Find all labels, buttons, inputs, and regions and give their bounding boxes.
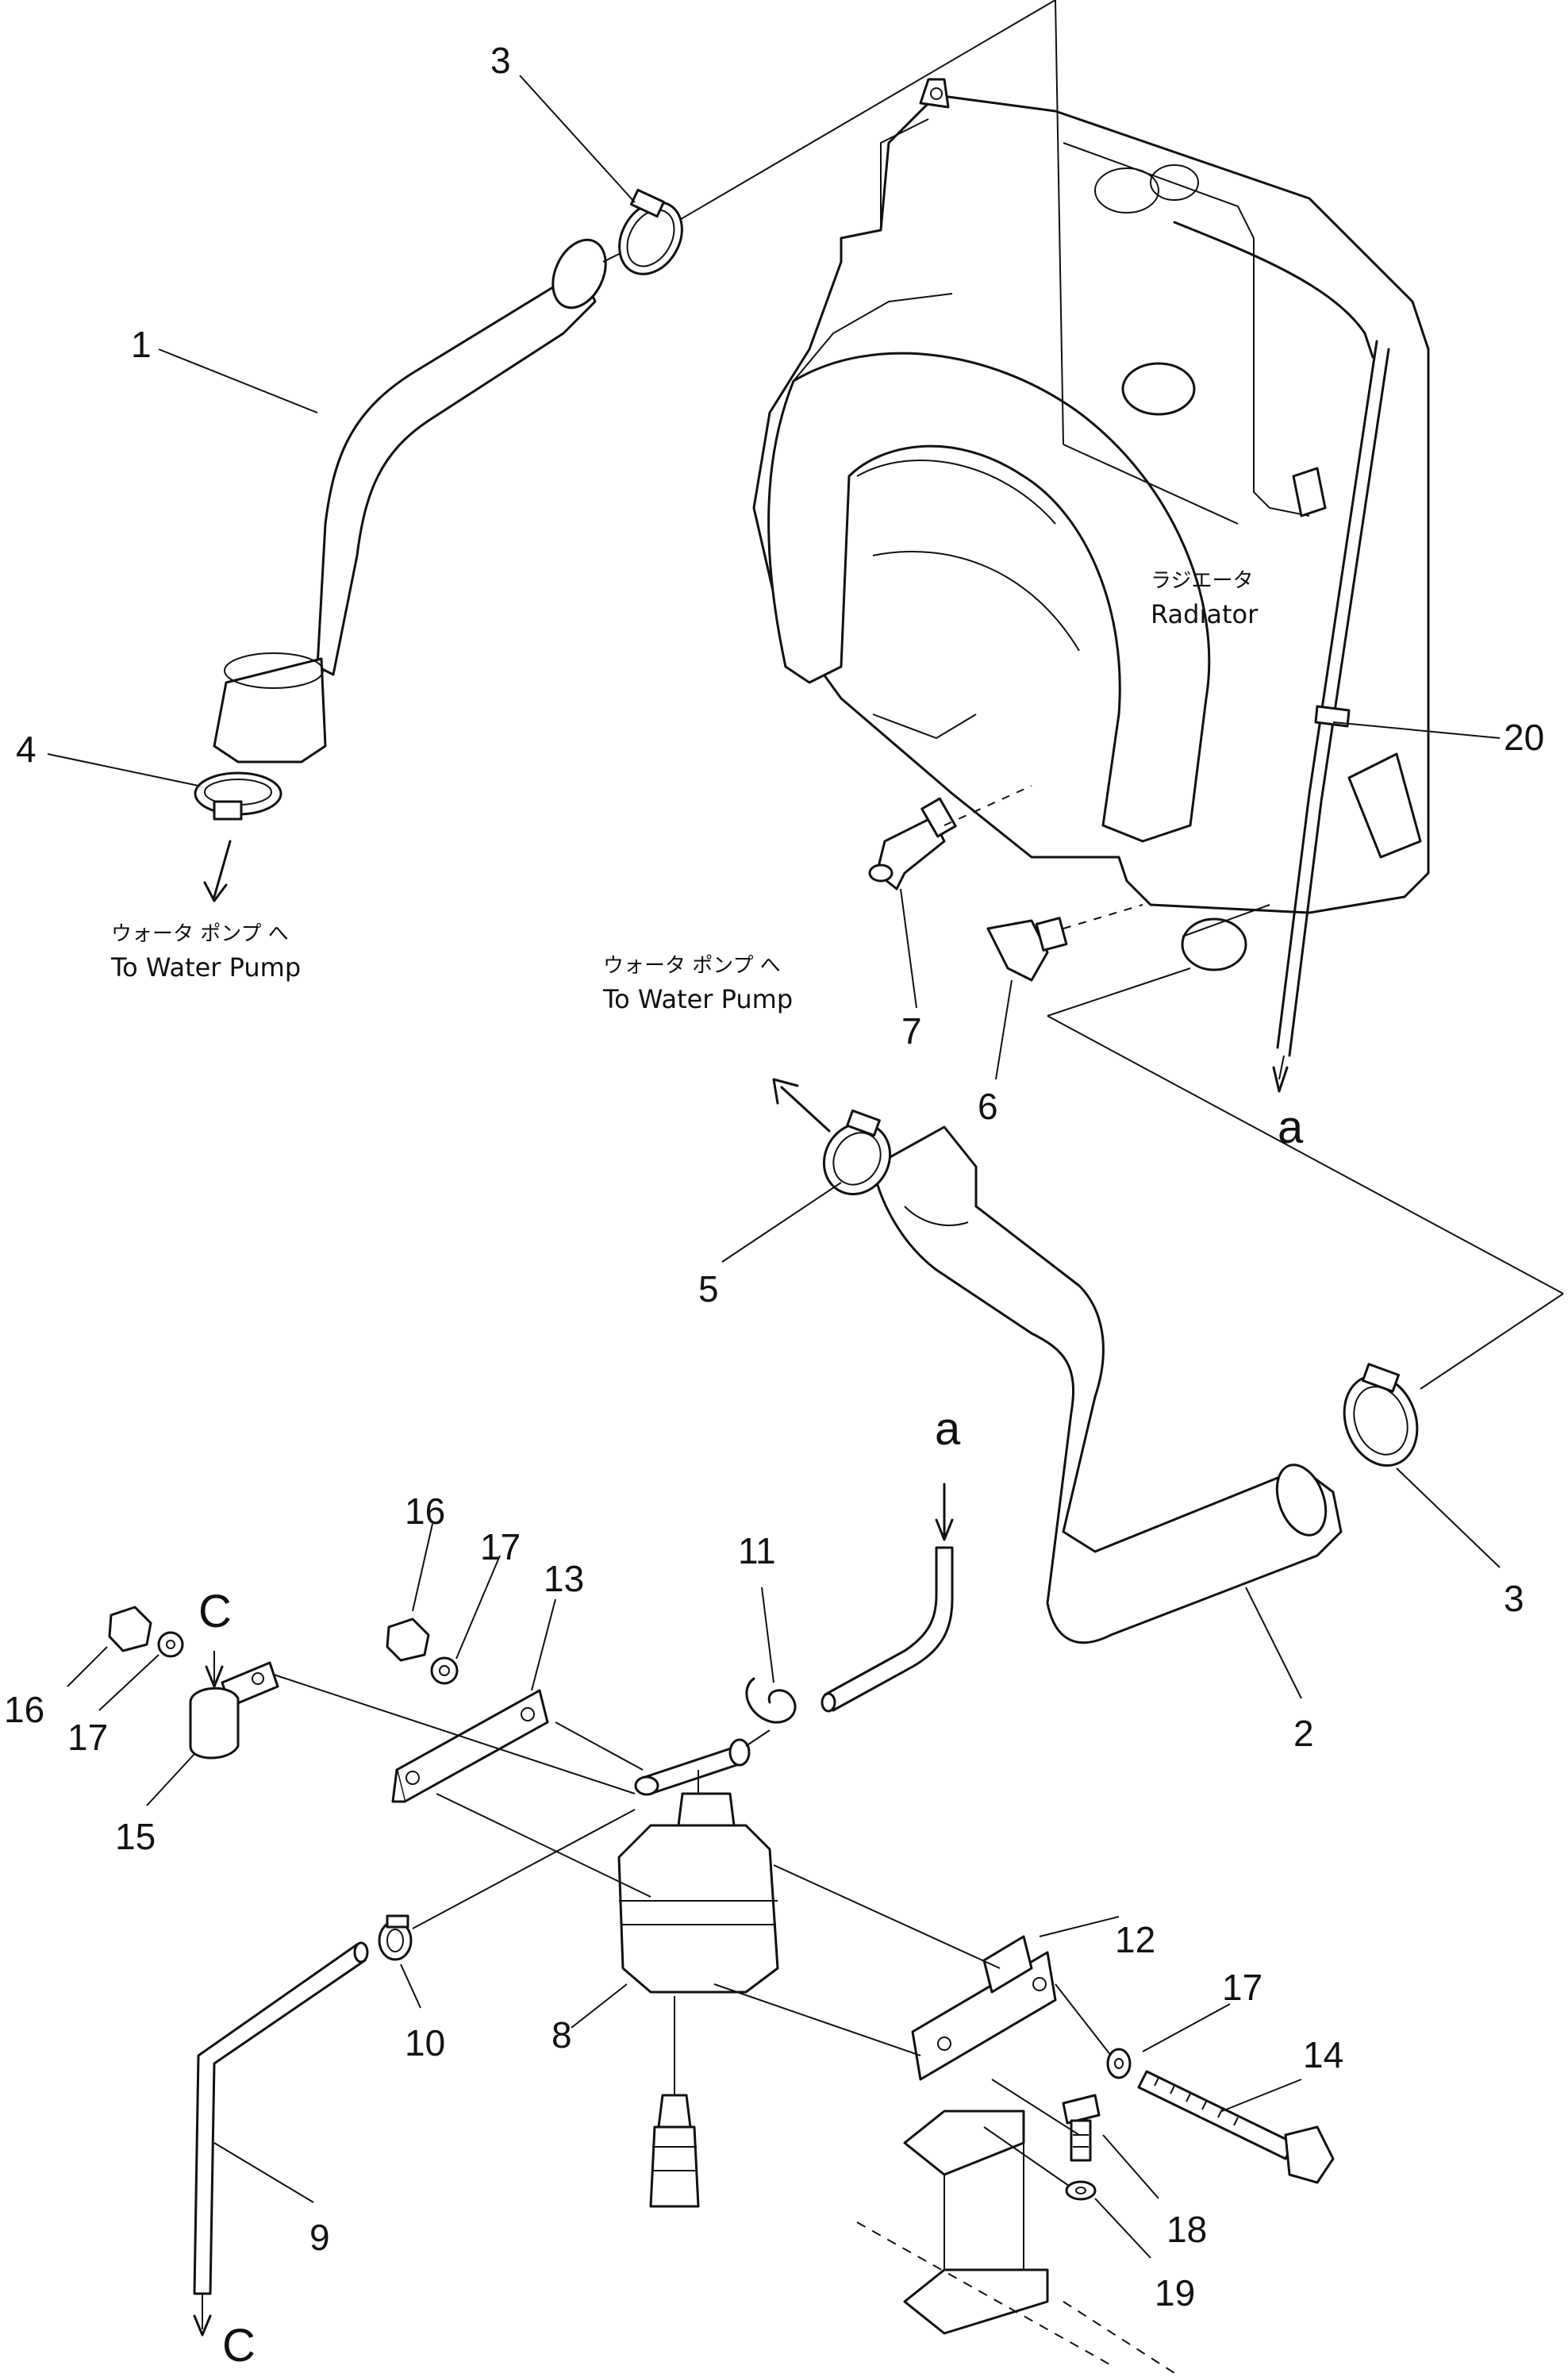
reference-markers: a a C C xyxy=(198,1102,1304,2371)
callout-10: 10 xyxy=(405,2022,445,2064)
mounting-stand xyxy=(856,2110,1175,2374)
clip-15 xyxy=(189,1661,279,1760)
tube-9 xyxy=(193,1941,369,2337)
callout-17-right: 17 xyxy=(1222,1967,1262,2008)
callout-1: 1 xyxy=(131,324,152,365)
water-pump-right-en: To Water Pump xyxy=(602,984,793,1014)
upper-hose xyxy=(213,238,607,763)
reservoir-tank xyxy=(617,1738,779,2208)
callout-17-left: 17 xyxy=(67,1717,108,1758)
callout-4: 4 xyxy=(16,729,37,770)
marker-a-bottom: a xyxy=(935,1403,961,1455)
bracket-13 xyxy=(391,1689,549,1803)
elbow-fitting-7 xyxy=(868,797,957,890)
callout-19: 19 xyxy=(1155,2272,1195,2314)
washer-19 xyxy=(1065,2180,1097,2201)
nut-16-center xyxy=(386,1617,430,1662)
callout-20: 20 xyxy=(1504,717,1544,758)
bolt-18 xyxy=(1062,2094,1101,2162)
callout-15: 15 xyxy=(115,1816,156,1857)
washer-17-left xyxy=(157,1631,184,1658)
callout-labels: 3 1 4 20 7 6 5 3 2 11 13 16 17 16 17 15 … xyxy=(4,40,1544,2314)
callout-17-center: 17 xyxy=(480,1526,521,1567)
callout-5: 5 xyxy=(698,1268,719,1310)
callout-8: 8 xyxy=(551,2014,572,2056)
leader-lines xyxy=(47,75,1501,2259)
callout-6: 6 xyxy=(978,1086,998,1127)
callout-12: 12 xyxy=(1115,1919,1155,1960)
callout-13: 13 xyxy=(544,1558,584,1599)
water-pump-left-en: To Water Pump xyxy=(110,952,301,983)
annotation-notes: ラジエータ Radiator ウォータ ポンプ へ To Water Pump … xyxy=(110,569,1259,1014)
clamp-4 xyxy=(194,771,282,821)
callout-9: 9 xyxy=(309,2217,330,2258)
radiator-label-en: Radiator xyxy=(1151,599,1259,629)
callout-16-left: 16 xyxy=(4,1689,44,1730)
marker-c-bottom: C xyxy=(222,2320,256,2371)
clamp-10 xyxy=(378,1914,413,1961)
clamp-3-lower xyxy=(1343,1363,1419,1467)
radiator-label-jp: ラジエータ xyxy=(1151,569,1253,593)
marker-c-top: C xyxy=(198,1586,232,1637)
lower-hose xyxy=(871,1125,1343,1644)
clamp-3-upper xyxy=(618,188,683,275)
washer-17-right xyxy=(1106,2048,1132,2079)
callout-11: 11 xyxy=(738,1530,776,1571)
clamp-5 xyxy=(822,1109,892,1196)
bolt-14 xyxy=(1137,2070,1335,2184)
radiator xyxy=(752,78,1430,971)
clip-11 xyxy=(745,1677,797,1724)
callout-3-upper: 3 xyxy=(490,40,511,81)
callout-16-center: 16 xyxy=(405,1490,445,1532)
marker-a-top: a xyxy=(1278,1102,1304,1153)
callout-18: 18 xyxy=(1166,2209,1207,2250)
callout-7: 7 xyxy=(901,1010,922,1052)
callout-3-lower: 3 xyxy=(1504,1578,1524,1619)
callout-14: 14 xyxy=(1303,2034,1343,2075)
bracket-12 xyxy=(911,1935,1057,2081)
tube-a xyxy=(821,1483,954,1713)
callout-2: 2 xyxy=(1293,1713,1314,1754)
elbow-fitting-6 xyxy=(986,917,1068,982)
overflow-tube xyxy=(1272,340,1390,1093)
water-pump-right-jp: ウォータ ポンプ へ xyxy=(603,954,781,978)
washer-17-center xyxy=(430,1656,459,1685)
nut-16-left xyxy=(108,1606,152,1652)
water-pump-left-jp: ウォータ ポンプ へ xyxy=(111,922,289,946)
